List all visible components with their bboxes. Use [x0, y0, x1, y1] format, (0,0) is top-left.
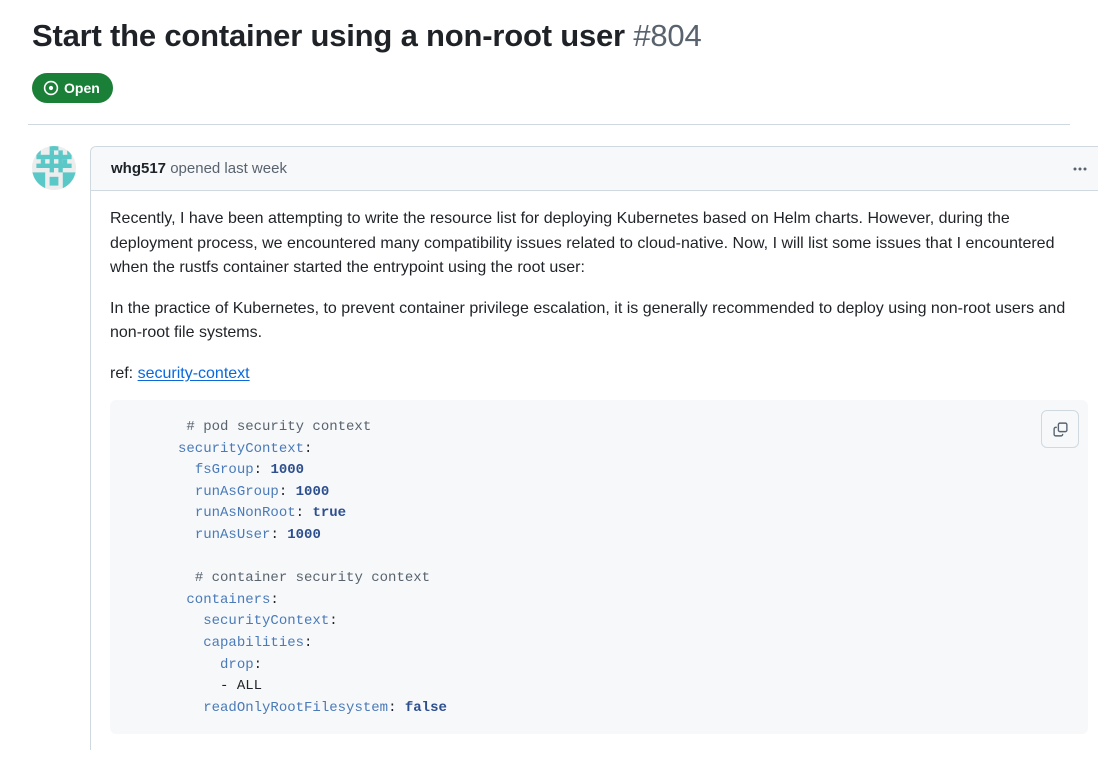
header-divider	[28, 124, 1070, 125]
kebab-horizontal-icon[interactable]	[1066, 155, 1094, 183]
issue-title-text: Start the container using a non-root use…	[32, 18, 625, 53]
issue-number: #804	[633, 18, 702, 53]
issue-timeline: whg517 opened last week Recently, I have…	[0, 146, 1098, 751]
avatar[interactable]	[32, 146, 76, 190]
issue-state-row: Open	[0, 56, 1098, 103]
code-content: # pod security context securityContext: …	[178, 419, 447, 716]
status-badge[interactable]: Open	[32, 73, 113, 103]
page-title: Start the container using a non-root use…	[32, 16, 1066, 56]
comment-paragraph-1: Recently, I have been attempting to writ…	[110, 210, 1055, 276]
status-badge-label: Open	[64, 80, 100, 96]
ref-prefix: ref:	[110, 364, 138, 382]
comment-meta: whg517 opened last week	[111, 160, 287, 177]
comment-body: Recently, I have been attempting to writ…	[91, 191, 1098, 735]
comment-paragraph-2: In the practice of Kubernetes, to preven…	[110, 299, 1066, 342]
code-block: # pod security context securityContext: …	[110, 400, 1088, 735]
security-context-link[interactable]: security-context	[137, 364, 250, 382]
comment-header: whg517 opened last week	[91, 147, 1098, 191]
comment-timestamp: opened last week	[170, 160, 287, 177]
comment-box: whg517 opened last week Recently, I have…	[90, 146, 1098, 751]
copy-icon[interactable]	[1041, 410, 1079, 448]
issue-opened-icon	[43, 80, 59, 96]
comment-author[interactable]: whg517	[111, 160, 167, 177]
comment-ref-line: ref: security-context	[110, 362, 1088, 387]
issue-header: Start the container using a non-root use…	[0, 0, 1098, 56]
